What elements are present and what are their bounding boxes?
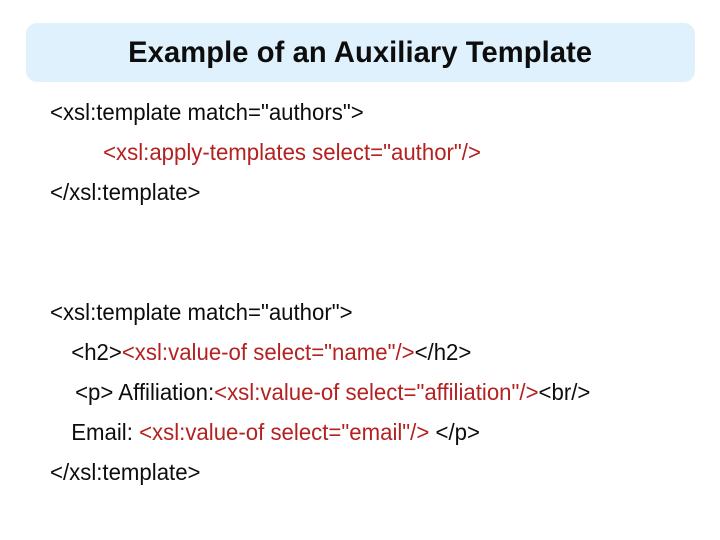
code-token-plain: </h2> bbox=[414, 339, 472, 365]
code-token-accent: <xsl:value-of select="email"/> bbox=[139, 419, 430, 445]
code-token-plain: <p> Affiliation: bbox=[75, 379, 215, 405]
code-token-plain: <br/> bbox=[538, 379, 591, 405]
code-token-plain: Email: bbox=[71, 419, 140, 445]
title-banner: Example of an Auxiliary Template bbox=[26, 23, 695, 82]
code-line: </xsl:template> bbox=[50, 172, 687, 212]
code-token-plain: </xsl:template> bbox=[50, 459, 201, 485]
code-token-plain: <h2> bbox=[71, 339, 122, 365]
code-token-accent: <xsl:value-of select="affiliation"/> bbox=[214, 379, 539, 405]
code-token-plain: </p> bbox=[429, 419, 480, 445]
code-line: <xsl:apply-templates select="author"/> bbox=[50, 132, 687, 172]
code-line: <xsl:template match="author"> bbox=[50, 292, 687, 332]
code-token-accent: <xsl:value-of select="name"/> bbox=[121, 339, 415, 365]
code-token-plain: <xsl:template match="author"> bbox=[50, 299, 353, 325]
code-line-blank bbox=[50, 212, 687, 252]
code-token-accent: <xsl:apply-templates select="author"/> bbox=[103, 139, 481, 165]
code-token-plain: <xsl:template match="authors"> bbox=[50, 99, 364, 125]
code-line: <h2><xsl:value-of select="name"/></h2> bbox=[50, 332, 687, 372]
code-line: </xsl:template> bbox=[50, 452, 687, 492]
code-token-plain: </xsl:template> bbox=[50, 179, 201, 205]
code-block: <xsl:template match="authors"> <xsl:apply… bbox=[50, 92, 710, 492]
code-line: <p> Affiliation:<xsl:value-of select="af… bbox=[50, 372, 687, 412]
code-line-blank bbox=[50, 252, 687, 292]
page-title: Example of an Auxiliary Template bbox=[128, 35, 593, 69]
code-line: Email: <xsl:value-of select="email"/> </… bbox=[50, 412, 687, 452]
code-line: <xsl:template match="authors"> bbox=[50, 92, 687, 132]
